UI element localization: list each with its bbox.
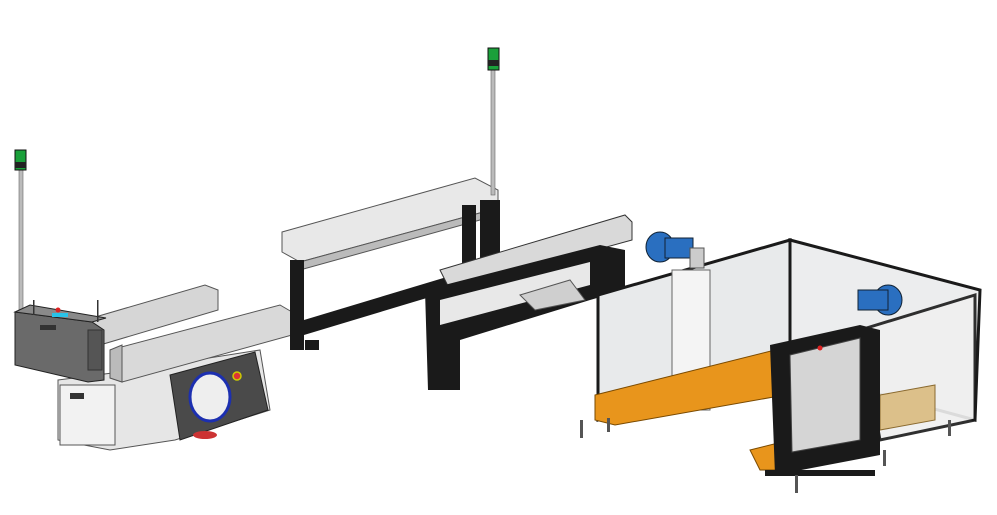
frame-feet bbox=[305, 340, 951, 493]
robot-lidar-icon bbox=[188, 371, 232, 423]
signal-tower-left bbox=[14, 149, 27, 311]
workstation-frame bbox=[425, 214, 633, 390]
electrical-cabinet bbox=[765, 325, 880, 476]
motor-right bbox=[857, 284, 903, 316]
signal-tower-center bbox=[487, 47, 500, 196]
conveyor-frame bbox=[281, 177, 500, 350]
motor-left bbox=[645, 231, 705, 269]
logo bbox=[40, 325, 56, 330]
robot-control-box bbox=[13, 300, 107, 383]
emergency-stop-icon bbox=[232, 371, 242, 381]
